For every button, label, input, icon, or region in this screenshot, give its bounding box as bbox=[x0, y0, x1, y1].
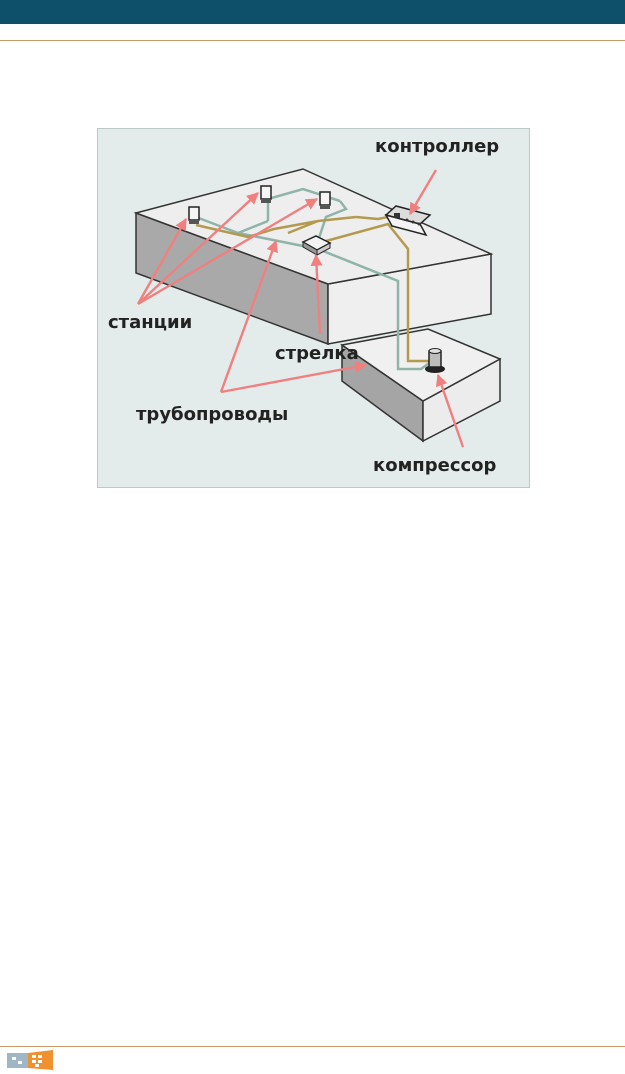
compressor-icon bbox=[425, 348, 445, 373]
diagram-drawing: контроллер станции стрелка трубопроводы … bbox=[108, 136, 502, 476]
arrow-switch-device bbox=[301, 235, 332, 256]
header-divider bbox=[0, 40, 625, 41]
station-icon bbox=[188, 206, 200, 224]
station-icon bbox=[319, 191, 331, 209]
pointer-arrows bbox=[136, 169, 465, 448]
controller-device bbox=[384, 205, 432, 237]
label-arrow-switch: стрелка bbox=[275, 343, 359, 364]
label-pipelines: трубопроводы bbox=[136, 404, 288, 425]
footer-divider bbox=[0, 1046, 625, 1047]
compressor-block bbox=[340, 328, 502, 443]
publisher-logo-icon bbox=[7, 1050, 53, 1070]
header-bar bbox=[0, 0, 625, 24]
station-icon bbox=[260, 185, 272, 203]
pneumatic-system-diagram: контроллер станции стрелка трубопроводы … bbox=[97, 128, 530, 488]
label-stations: станции bbox=[108, 312, 192, 333]
label-compressor: компрессор bbox=[373, 455, 497, 476]
label-controller: контроллер bbox=[375, 136, 499, 157]
station-table-block bbox=[133, 168, 494, 346]
